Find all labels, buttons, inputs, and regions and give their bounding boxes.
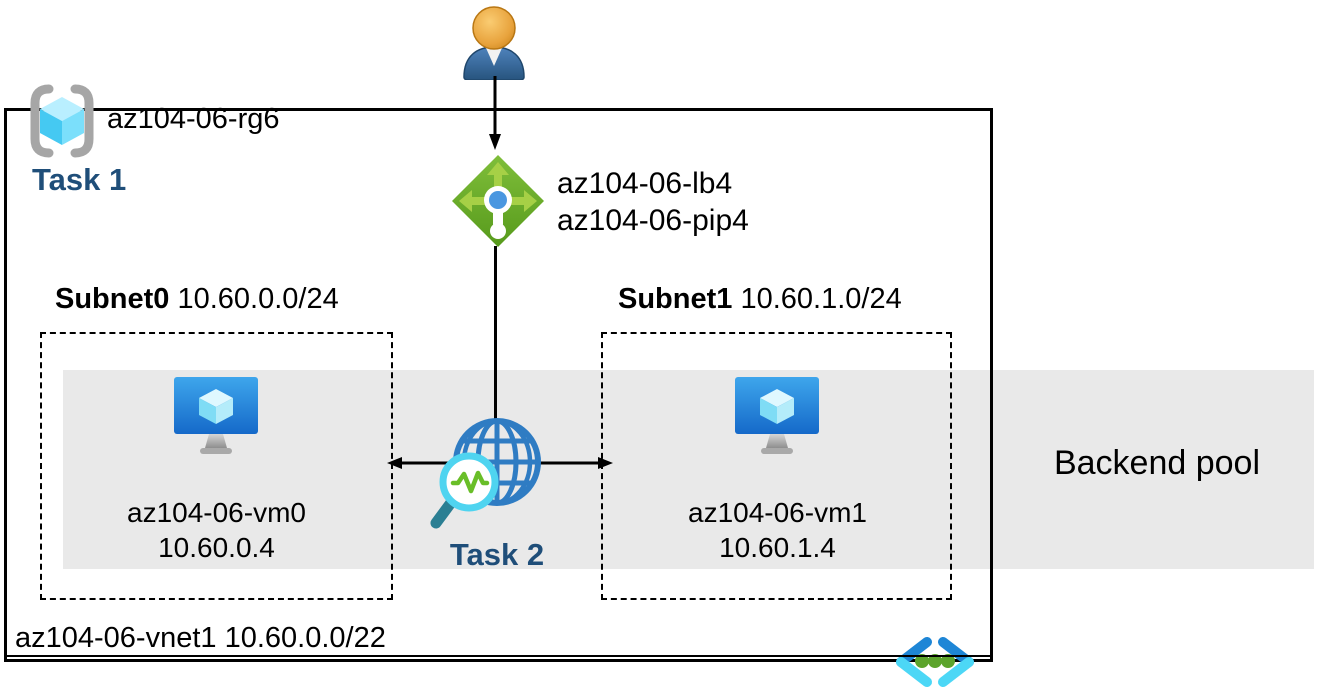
subnet0-cidr: 10.60.0.0/24	[177, 283, 339, 315]
task1-label: Task 1	[32, 162, 127, 197]
lb-to-probe-connector	[494, 246, 497, 422]
vm1-ip-label: 10.60.1.4	[719, 532, 836, 563]
subnet1-name: Subnet1	[618, 283, 733, 315]
load-balancer-name-label: az104-06-lb4	[557, 167, 733, 200]
vm0-ip-label: 10.60.0.4	[158, 532, 275, 563]
load-balancer-icon	[450, 153, 546, 249]
vm-icon-0	[171, 377, 261, 457]
vm-icon-1	[732, 377, 822, 457]
user-icon	[451, 4, 537, 80]
task2-label: Task 2	[449, 537, 545, 572]
vnet-name: az104-06-vnet1	[15, 622, 217, 654]
backend-pool-label: Backend pool	[1053, 444, 1261, 482]
resource-group-icon	[22, 84, 102, 158]
subnet0-header: Subnet0 10.60.0.0/24	[55, 283, 339, 316]
vm0-name-label: az104-06-vm0	[127, 497, 306, 528]
subnet0-box	[40, 332, 393, 600]
resource-group-label: az104-06-rg6	[107, 103, 280, 135]
backend-pool-band	[63, 370, 1314, 569]
subnet1-cidr: 10.60.1.0/24	[740, 283, 902, 315]
resource-group-border	[4, 108, 993, 662]
load-balancer-pip-label: az104-06-pip4	[557, 204, 749, 237]
user-to-lb-arrow	[487, 76, 503, 152]
vnet-label: az104-06-vnet1 10.60.0.0/22	[15, 622, 386, 655]
subnet0-name: Subnet0	[55, 283, 170, 315]
subnet1-header: Subnet1 10.60.1.0/24	[618, 283, 902, 316]
code-script-icon	[891, 634, 979, 690]
vnet-border-line	[4, 655, 993, 657]
health-probe-magnifier-icon	[427, 440, 515, 532]
vnet-cidr: 10.60.0.0/22	[224, 622, 386, 654]
vm1-name-label: az104-06-vm1	[688, 497, 867, 528]
